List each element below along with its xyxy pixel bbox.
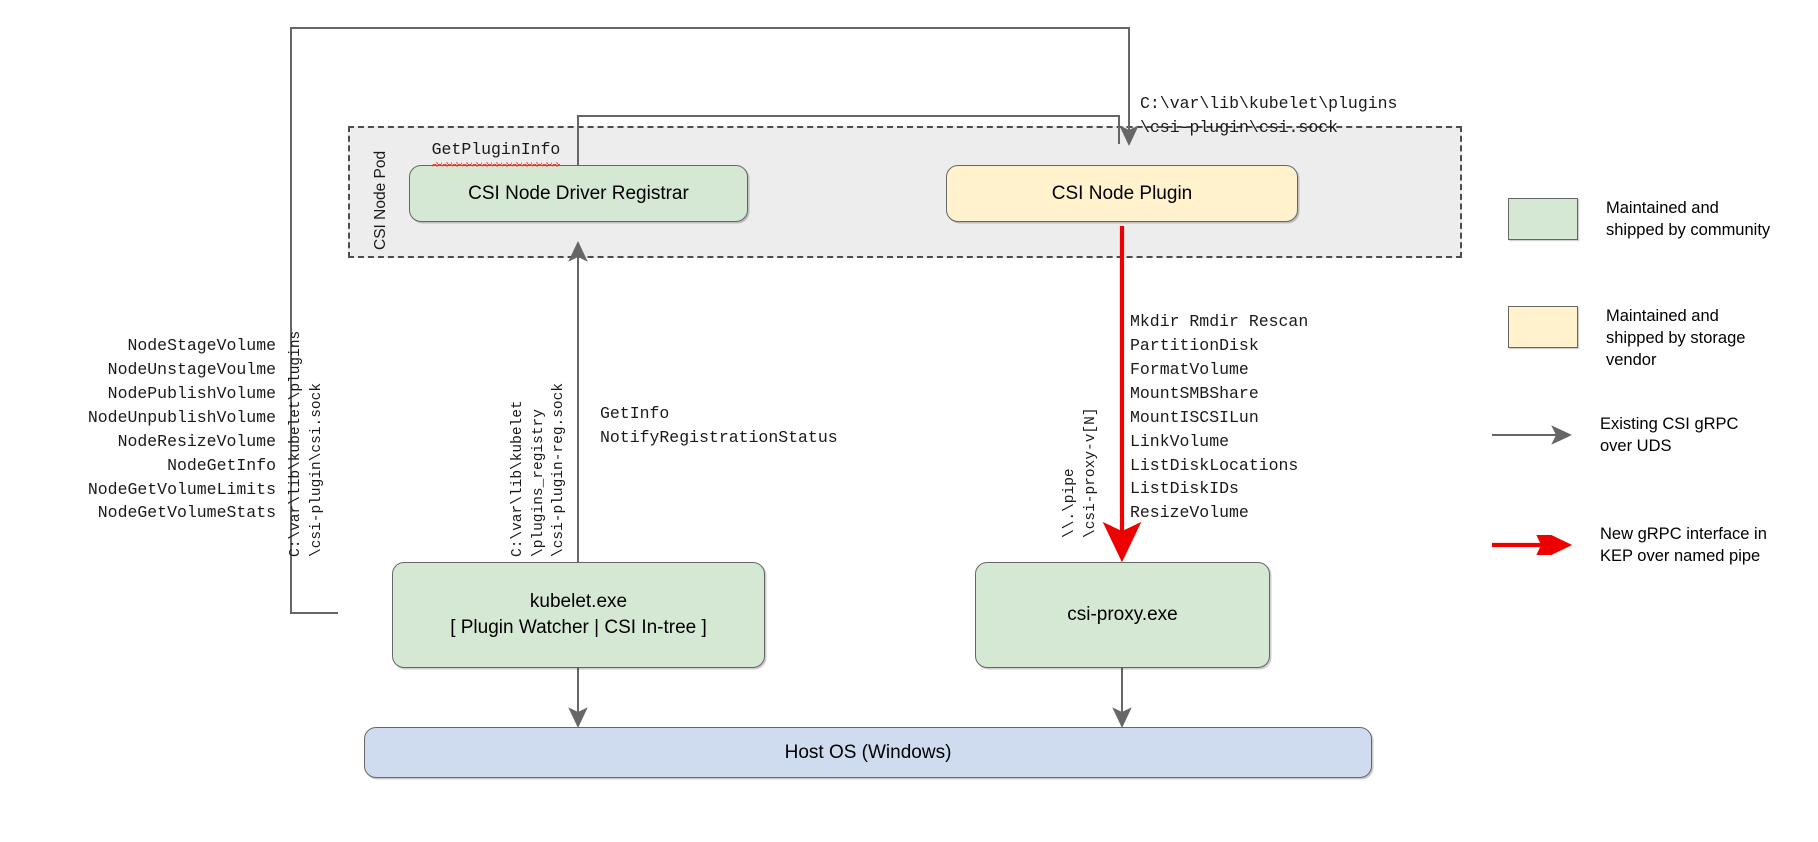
legend-arrow-gray [1490,414,1586,456]
legend-label: New gRPC interface in KEP over named pip… [1600,525,1767,565]
label-registration-api: GetInfo NotifyRegistrationStatus [600,404,838,447]
label-node-service-api-list: NodeStageVolume NodeUnstageVoulme NodePu… [87,336,276,523]
node-label: csi-proxy.exe [1067,604,1178,626]
legend-label: Existing CSI gRPC over UDS [1600,415,1739,455]
node-csi-node-driver-registrar[interactable]: CSI Node Driver Registrar [409,165,748,222]
label-csi-sock-path-vertical: C:\var\lib\kubelet\plugins \csi-plugin\c… [288,330,325,557]
legend-arrow-red [1490,524,1586,566]
legend-item-new-grpc-named-pipe: New gRPC interface in KEP over named pip… [1490,524,1770,568]
node-csi-proxy-exe[interactable]: csi-proxy.exe [975,562,1270,668]
kubelet-subtitle: [ Plugin Watcher | CSI In-tree ] [450,617,707,638]
get-plugin-info-text: GetPluginInfo [431,138,560,167]
legend-label: Maintained and shipped by storage vendor [1606,307,1746,369]
label-get-plugin-info: GetPluginInfo [392,114,560,186]
node-label: Host OS (Windows) [784,741,952,763]
legend-label: Maintained and shipped by community [1606,199,1771,239]
node-label: CSI Node Driver Registrar [468,182,689,204]
label-csi-proxy-api-list: Mkdir Rmdir Rescan PartitionDisk FormatV… [1130,312,1309,523]
label-named-pipe-vertical: \\.\pipe \csi-proxy-v[N] [1062,407,1099,538]
node-label: CSI Node Plugin [1051,182,1193,204]
node-kubelet-exe[interactable]: kubelet.exe [ Plugin Watcher | CSI In-tr… [392,562,765,668]
legend-item-community: Maintained and shipped by community [1508,198,1776,242]
legend-swatch-green [1508,198,1578,240]
legend-swatch-yellow [1508,306,1578,348]
legend-item-existing-csi-grpc: Existing CSI gRPC over UDS [1490,414,1770,458]
legend-item-storage-vendor: Maintained and shipped by storage vendor [1508,306,1776,371]
node-host-os[interactable]: Host OS (Windows) [364,727,1372,778]
label-csi-sock-path-top: C:\var\lib\kubelet\plugins \csi-plugin\c… [1140,94,1398,137]
kubelet-title: kubelet.exe [529,591,628,613]
node-csi-node-plugin[interactable]: CSI Node Plugin [946,165,1298,222]
csi-node-pod-label: CSI Node Pod [372,150,389,250]
label-registry-sock-path-vertical: C:\var\lib\kubelet \plugins_registry \cs… [510,382,568,557]
